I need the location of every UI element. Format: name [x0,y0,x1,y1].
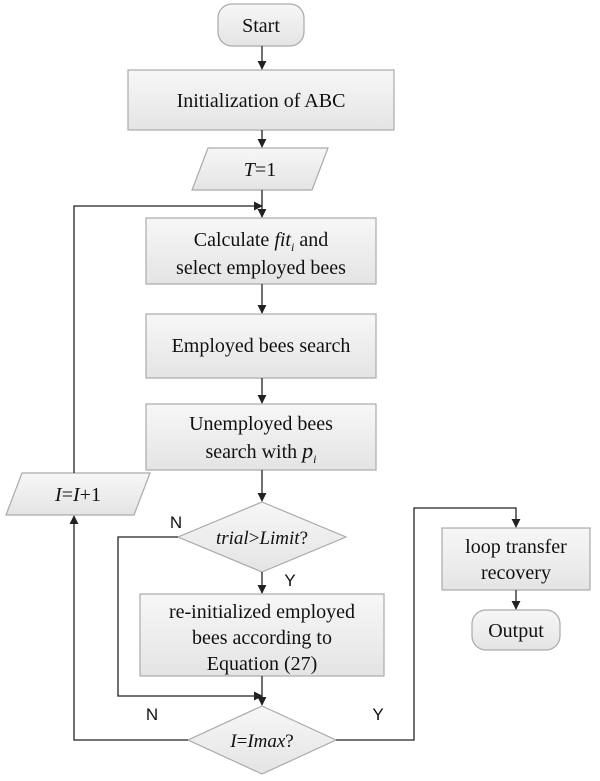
reinit-label-line1: re-initialized employed [169,601,355,623]
imax-yes-label: Y [372,705,383,724]
edge-increment-loop [73,201,263,473]
trial-yes-label: Y [284,571,295,590]
imax-decision [186,705,338,775]
calc-label-line1: Calculate fiti and [194,229,328,254]
node-labels: Start Initialization of ABC T=1 Calculat… [54,15,567,752]
trial-no-label: N [170,513,182,532]
output-label: Output [488,620,544,642]
edge-trial-no-bypass [117,536,263,701]
output-terminal [471,609,561,651]
reinit-label-line2: bees according to [192,627,332,649]
trial-label: trial>Limit? [216,528,308,549]
init-label: Initialization of ABC [177,90,346,112]
t-assign-label: T=1 [244,159,276,181]
imax-label: I=Imax? [229,731,293,752]
edge-imax-no-increment [69,515,188,741]
loop-transfer-label-line2: recovery [481,562,551,584]
reinit-box [139,593,385,677]
loop-transfer-label-line1: loop transfer [465,536,567,558]
unemployed-box [145,403,377,471]
shapes [5,3,591,775]
loop-transfer-box [441,527,591,591]
employed-box [145,313,377,379]
unemployed-label-line2: search with pi [206,438,317,466]
start-terminal [217,3,305,47]
reinit-label-line3: Equation (27) [207,653,318,675]
unemployed-label-line1: Unemployed bees [189,413,333,435]
start-label: Start [242,15,280,37]
t-assign-parallelogram [191,147,329,191]
calc-box [145,217,377,285]
edge-imax-yes-loop-transfer [336,507,521,741]
edge-labels: N Y N Y [146,513,384,724]
imax-no-label: N [146,705,158,724]
increment-label: I=I+1 [54,484,101,506]
connectors [69,46,521,741]
employed-label: Employed bees search [172,335,351,357]
increment-parallelogram [5,472,151,516]
calc-label-line2: select employed bees [176,257,346,279]
init-box [127,69,395,131]
